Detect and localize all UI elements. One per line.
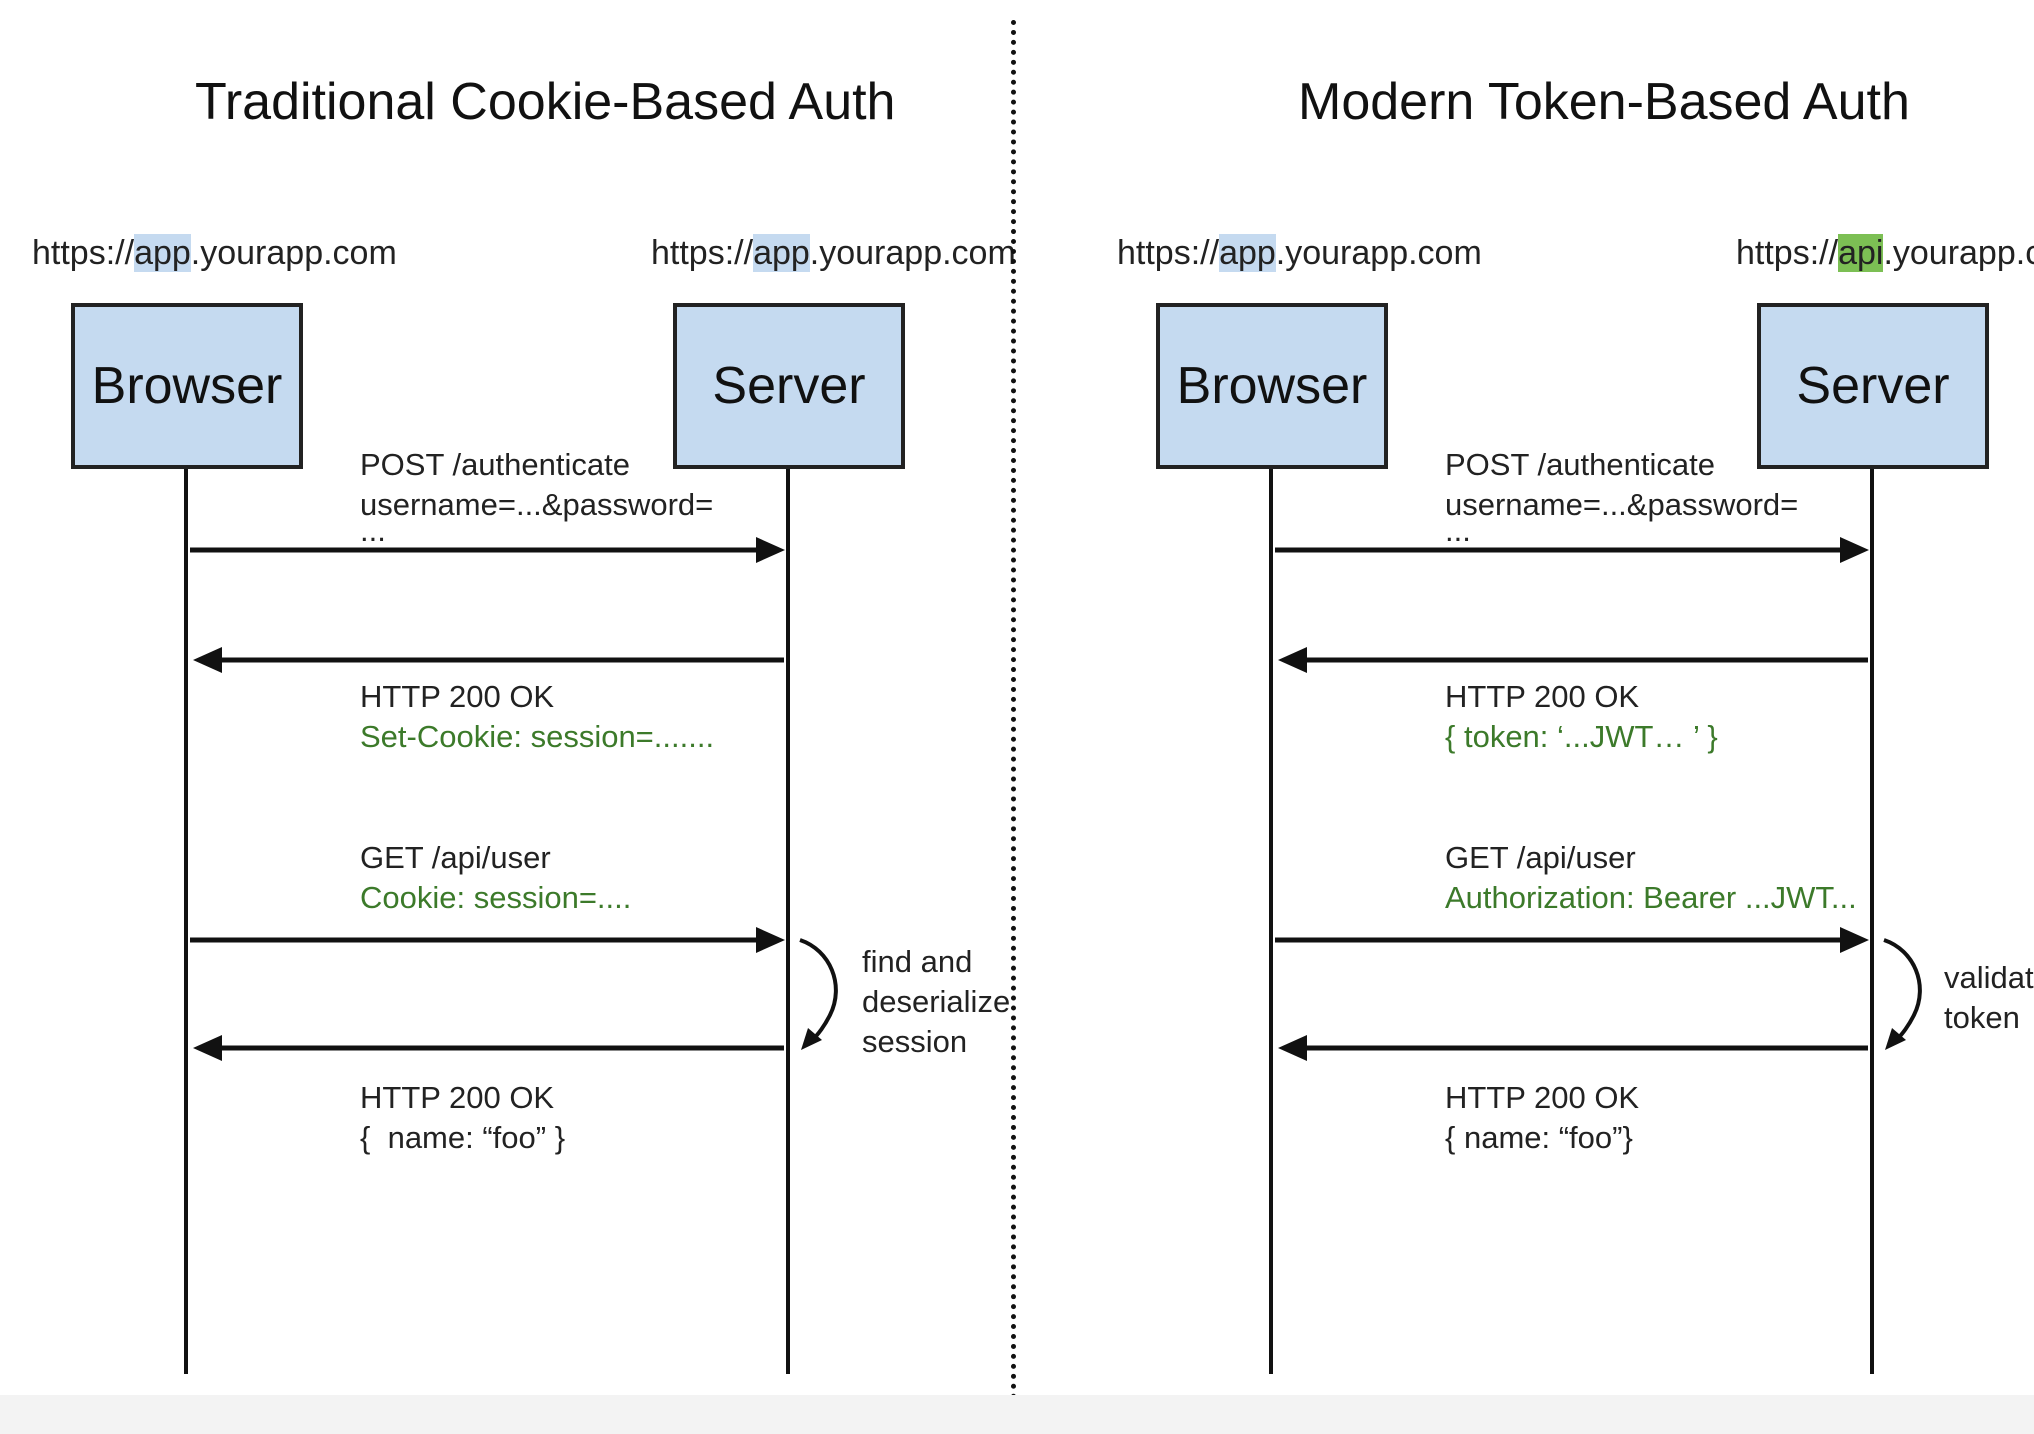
right-browser-host: https://app.yourapp.com [1117, 234, 1482, 272]
note-line: validate [1944, 960, 2034, 995]
msg-line: username=...&password= [360, 487, 714, 522]
msg-line: GET /api/user [360, 840, 551, 875]
msg-line: { name: “foo” } [360, 1120, 566, 1155]
msg-line: { name: “foo”} [1445, 1120, 1633, 1155]
msg-line: HTTP 200 OK [360, 679, 555, 714]
left-browser-box: Browser [71, 303, 303, 469]
msg-line: ... [1445, 513, 1471, 548]
msg-line: ... [360, 513, 386, 548]
left-arrow-get-user [190, 927, 785, 953]
msg-line: { token: ‘...JWT… ’ } [1445, 719, 1718, 754]
left-browser-host: https://app.yourapp.com [32, 234, 397, 272]
msg-line: HTTP 200 OK [1445, 679, 1640, 714]
right-arrow-ok-token [1278, 647, 1868, 673]
msg-line: POST /authenticate [1445, 447, 1715, 482]
left-title: Traditional Cookie-Based Auth [195, 73, 896, 131]
note-line: session [862, 1024, 968, 1059]
right-server-lifeline [1870, 469, 1874, 1374]
right-process-loop-arrow [1883, 938, 1922, 1050]
note-line: deserialize [862, 984, 1011, 1019]
host-subdomain: app [134, 234, 191, 272]
left-server-lifeline [786, 469, 790, 1374]
left-arrow-ok-cookie [193, 647, 784, 673]
host-prefix: https:// [32, 234, 135, 272]
left-arrow-ok-user [193, 1035, 784, 1061]
msg-line: Cookie: session=.... [360, 880, 632, 915]
left-browser-lifeline [184, 469, 188, 1374]
right-browser-lifeline [1269, 469, 1273, 1374]
host-domain: .yourapp.com [1883, 234, 2034, 272]
left-note: find and deserialize session [862, 942, 1010, 1062]
left-server-box: Server [673, 303, 905, 469]
msg-line: Authorization: Bearer ...JWT... [1445, 880, 1857, 915]
msg-line: Set-Cookie: session=....... [360, 719, 715, 754]
right-msg4: HTTP 200 OK { name: “foo”} [1445, 1078, 1639, 1158]
right-note: validate token [1944, 958, 2034, 1038]
panel-divider [1011, 20, 1016, 1430]
host-prefix: https:// [1117, 234, 1220, 272]
right-arrow-ok-user [1278, 1035, 1868, 1061]
right-browser-box: Browser [1156, 303, 1388, 469]
msg-line: HTTP 200 OK [360, 1080, 555, 1115]
host-subdomain: app [753, 234, 810, 272]
right-server-box: Server [1757, 303, 1989, 469]
right-arrow-get-user [1275, 927, 1869, 953]
note-line: find and [862, 944, 973, 979]
right-server-host: https://api.yourapp.com [1736, 234, 2034, 272]
note-line: token [1944, 1000, 2020, 1035]
left-server-host: https://app.yourapp.com [651, 234, 1016, 272]
bottom-band [0, 1395, 2034, 1434]
host-prefix: https:// [1736, 234, 1839, 272]
msg-line: username=...&password= [1445, 487, 1799, 522]
left-process-loop-arrow [799, 938, 838, 1050]
msg-line: POST /authenticate [360, 447, 630, 482]
host-subdomain: app [1219, 234, 1276, 272]
host-domain: .yourapp.com [809, 234, 1016, 272]
right-msg1: POST /authenticate username=...&password=… [1445, 445, 1798, 551]
right-msg2: HTTP 200 OK { token: ‘...JWT… ’ } [1445, 677, 1718, 757]
msg-line: GET /api/user [1445, 840, 1636, 875]
host-domain: .yourapp.com [190, 234, 397, 272]
left-msg1: POST /authenticate username=...&password=… [360, 445, 713, 551]
host-subdomain: api [1838, 234, 1884, 272]
left-msg2: HTTP 200 OK Set-Cookie: session=....... [360, 677, 714, 757]
host-prefix: https:// [651, 234, 754, 272]
right-title: Modern Token-Based Auth [1298, 73, 1910, 131]
host-domain: .yourapp.com [1275, 234, 1482, 272]
msg-line: HTTP 200 OK [1445, 1080, 1640, 1115]
left-msg4: HTTP 200 OK { name: “foo” } [360, 1078, 565, 1158]
